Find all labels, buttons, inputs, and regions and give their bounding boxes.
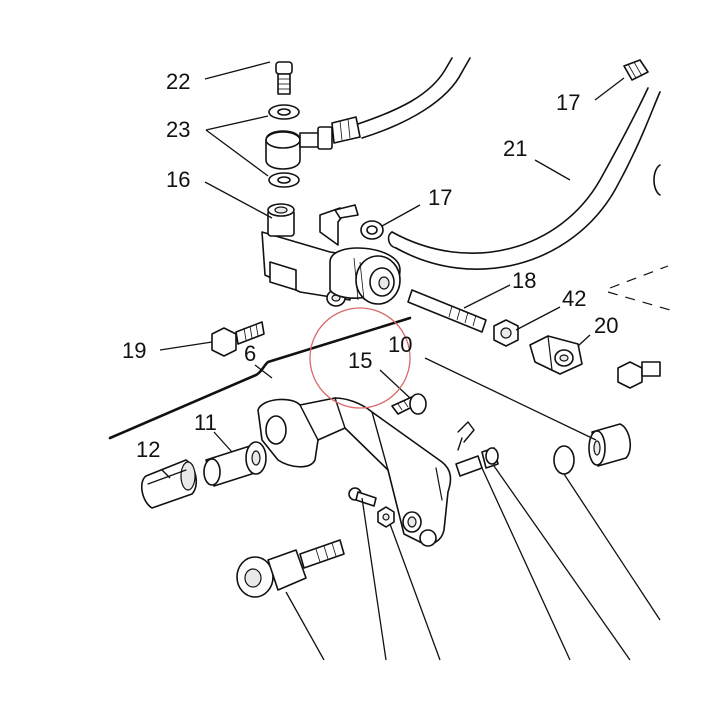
callout-10: 10 <box>388 332 412 357</box>
banjo-fitting <box>265 116 361 170</box>
clevis-pin <box>455 447 499 477</box>
callout-20: 20 <box>594 313 618 338</box>
callout-21: 21 <box>503 136 527 161</box>
pedal-lever-part-6 <box>257 397 452 547</box>
circlip <box>553 445 575 475</box>
callout-6: 6 <box>244 341 256 366</box>
callout-18: 18 <box>512 268 536 293</box>
callout-16: 16 <box>166 167 190 192</box>
bleed-screw-part-22 <box>275 61 293 95</box>
brake-hose-upper <box>354 57 471 139</box>
highlight-circle <box>309 307 411 409</box>
right-edge-part <box>653 164 661 196</box>
cap-screw <box>236 539 345 598</box>
right-edge-bolt <box>617 361 661 389</box>
master-cylinder-part-16 <box>261 203 401 307</box>
callout-12: 12 <box>136 437 160 462</box>
bushing-part-11 <box>203 441 267 487</box>
bolt-part-19 <box>211 321 265 357</box>
hose-clip-part-17-top <box>623 59 649 81</box>
spacer-part-10 <box>588 423 632 467</box>
callout-42: 42 <box>562 286 586 311</box>
callout-22: 22 <box>166 69 190 94</box>
callout-19: 19 <box>122 338 146 363</box>
pushrod-part-18 <box>407 289 487 333</box>
split-pin <box>457 421 475 451</box>
small-screw <box>348 487 377 507</box>
sleeve-part-12 <box>140 459 198 509</box>
pivot-bolt-part-15 <box>391 393 427 415</box>
assembly-boundary-right <box>607 265 671 311</box>
washer-part-23-top <box>268 104 300 120</box>
callout-11: 11 <box>194 410 217 435</box>
small-nut <box>377 506 395 528</box>
hose-clip-part-17-mid <box>360 220 384 240</box>
callout-15: 15 <box>348 348 372 373</box>
reservoir-hose-21 <box>387 87 661 270</box>
callout-23: 23 <box>166 117 190 142</box>
callout-17-mid: 17 <box>428 185 452 210</box>
nut-part-42 <box>493 319 519 347</box>
washer-part-23-bottom <box>268 172 300 188</box>
leader-lines <box>159 61 661 661</box>
section-boundary-line <box>108 316 412 440</box>
clevis-part-20 <box>529 335 583 375</box>
callout-17-top: 17 <box>556 90 580 115</box>
